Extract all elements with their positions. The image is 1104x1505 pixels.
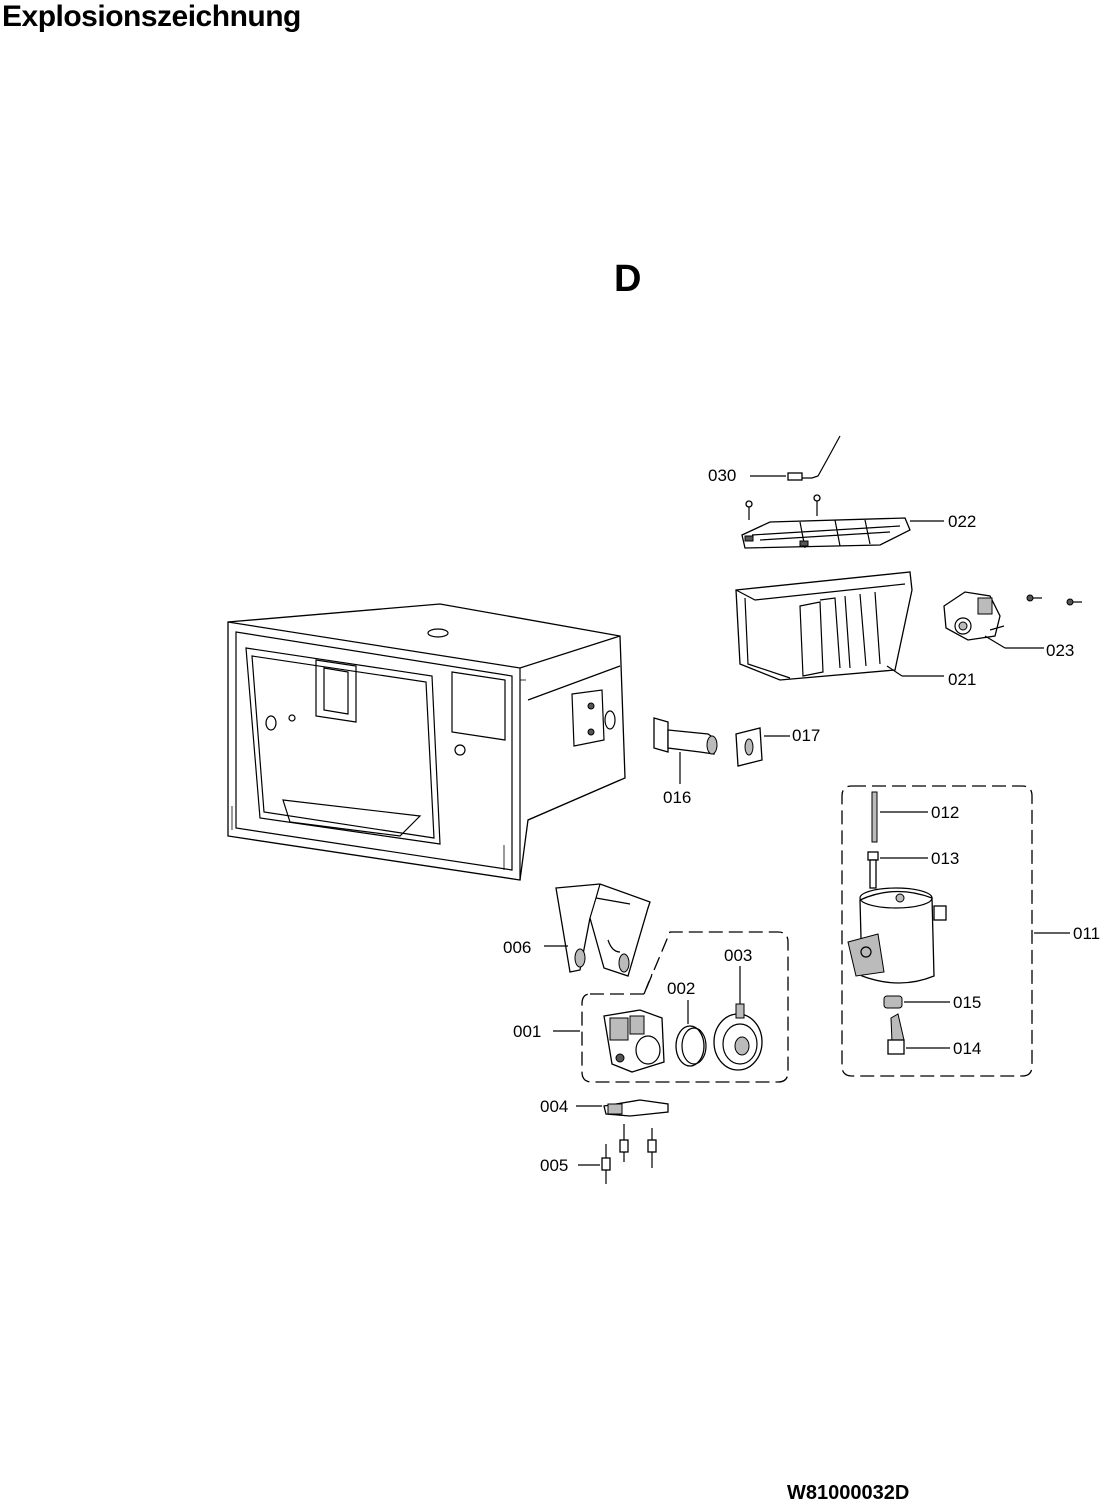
callout-002: 002: [667, 979, 695, 998]
group-011-outline: [841, 785, 1033, 1077]
callout-016: 016: [663, 788, 691, 807]
part-014-nozzle: [887, 1013, 950, 1055]
callout-006: 006: [503, 938, 531, 957]
callout-013: 013: [931, 849, 959, 868]
part-003-cover: [713, 966, 763, 1071]
switch-1: [619, 1124, 629, 1162]
callout-014: 014: [953, 1039, 981, 1058]
callout-021: 021: [948, 670, 976, 689]
part-015-ring: [883, 995, 950, 1009]
callout-005: 005: [540, 1156, 568, 1175]
part-013-pin: [867, 851, 928, 889]
callout-015: 015: [953, 993, 981, 1012]
part-017-gasket: [735, 727, 790, 767]
oven-cavity-housing: [227, 603, 626, 881]
part-004-clip: [576, 1099, 669, 1117]
part-021-tray: [735, 571, 944, 681]
callout-003: 003: [724, 946, 752, 965]
part-011-boiler: [847, 887, 947, 984]
page-title: Explosionszeichnung: [2, 0, 301, 33]
callout-004: 004: [540, 1097, 568, 1116]
group-001-outline: [581, 931, 789, 1083]
callout-011: 011: [1073, 924, 1100, 943]
switch-3: [601, 1144, 611, 1184]
callout-001: 001: [513, 1022, 541, 1041]
part-022-grid-plate: [741, 494, 944, 549]
part-006-brackets: [544, 883, 651, 977]
switch-2: [647, 1128, 657, 1168]
callout-022: 022: [948, 512, 976, 531]
document-number: W81000032D: [787, 1482, 910, 1504]
part-030-sensor: [750, 435, 841, 481]
group-001-link: [643, 973, 653, 995]
part-016-elbow-pipe: [653, 717, 718, 784]
part-005-switches: [578, 1124, 657, 1184]
part-023-thermostat: [943, 591, 1082, 649]
part-002-ring: [675, 1000, 707, 1067]
callout-023: 023: [1046, 641, 1074, 660]
callout-030: 030: [708, 466, 736, 485]
section-letter: D: [614, 258, 642, 300]
callout-012: 012: [931, 803, 959, 822]
part-001-pump-motor: [603, 1009, 665, 1073]
callout-017: 017: [792, 726, 820, 745]
part-012-rod: [871, 791, 928, 843]
